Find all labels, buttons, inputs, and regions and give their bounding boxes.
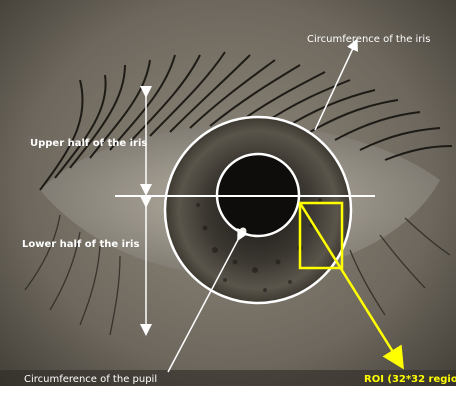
bottom-border bbox=[0, 386, 456, 409]
label-circumference-iris: Circumference of the iris bbox=[307, 34, 430, 45]
label-roi: ROI (32*32 region bbox=[364, 374, 456, 385]
label-lower-half: Lower half of the iris bbox=[22, 239, 139, 250]
label-circumference-pupil: Circumference of the pupil bbox=[24, 374, 157, 385]
label-upper-half: Upper half of the iris bbox=[30, 138, 147, 149]
